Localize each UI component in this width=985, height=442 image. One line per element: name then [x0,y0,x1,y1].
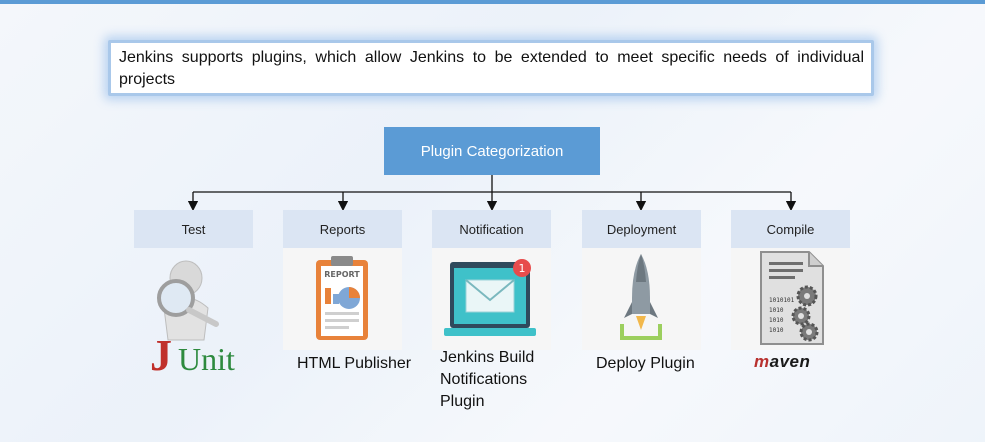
rocket-icon [582,248,701,350]
junit-magnifier-icon [134,248,253,350]
category-header-compile: Compile [731,210,850,248]
code-gears-document-icon: 1010101 1010 1010 1010 [731,248,850,350]
svg-text:J: J [150,331,172,378]
category-header-notification: Notification [432,210,551,248]
report-clipboard-icon: REPORT [283,248,402,350]
root-node-plugin-categorization: Plugin Categorization [384,127,600,175]
category-header-test: Test [134,210,253,248]
maven-doc-line-3: 1010 [769,317,784,324]
maven-doc-line-4: 1010 [769,327,784,334]
category-header-reports: Reports [283,210,402,248]
category-header-deployment: Deployment [582,210,701,248]
junit-logo: J Unit [150,331,235,378]
maven-doc-line-2: 1010 [769,307,784,314]
intro-callout: Jenkins supports plugins, which allow Je… [108,40,874,96]
maven-logo: maven [754,352,811,371]
email-notification-icon: 1 [432,248,551,350]
svg-text:Unit: Unit [178,341,235,377]
report-icon-text: REPORT [324,270,360,279]
notification-badge-count: 1 [519,262,526,275]
plugin-label-html-publisher: HTML Publisher [297,355,412,372]
top-accent-bar [0,0,985,4]
intro-text: Jenkins supports plugins, which allow Je… [119,49,864,88]
plugin-label-deploy-plugin: Deploy Plugin [596,355,695,372]
maven-doc-line-1: 1010101 [769,297,795,304]
plugin-label-jenkins-build-notifications: Jenkins Build Notifications Plugin [440,349,535,410]
